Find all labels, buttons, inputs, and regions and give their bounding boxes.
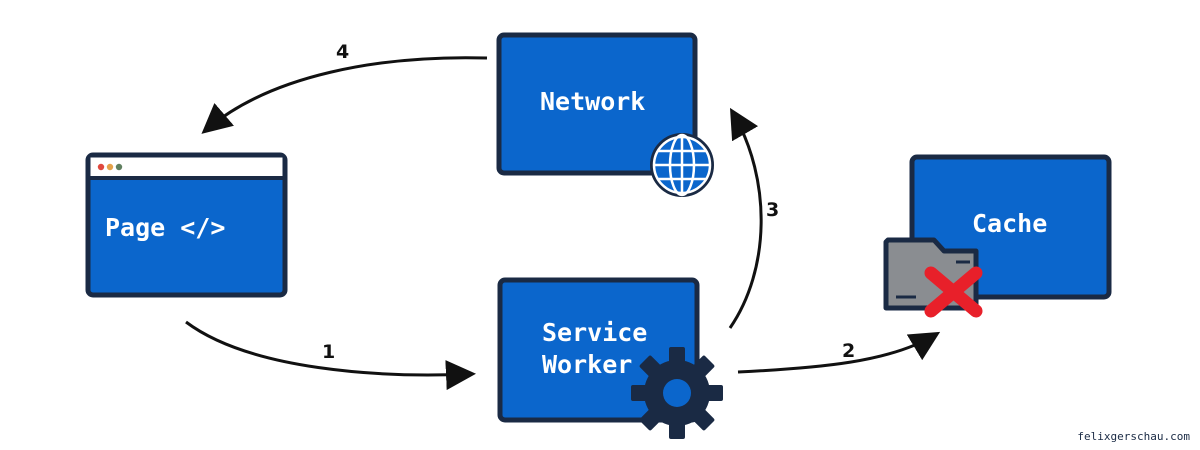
page-box: [85, 152, 288, 298]
page-label: Page </>: [105, 213, 225, 242]
service-worker-node: Service Worker: [497, 277, 723, 439]
globe-icon: [650, 133, 714, 197]
browser-close-dot: [97, 163, 105, 171]
step-label-2: 2: [842, 340, 855, 362]
arrow-network-to-page: [201, 56, 488, 134]
network-node: Network: [496, 32, 714, 197]
network-label: Network: [540, 87, 645, 116]
network-box: [496, 32, 698, 176]
service-worker-label-line1: Service: [542, 318, 647, 347]
cache-node: Cache: [883, 154, 1112, 318]
browser-minimize-dot: [106, 163, 114, 171]
cache-label: Cache: [972, 209, 1047, 238]
service-worker-label-line2: Worker: [542, 350, 632, 379]
browser-maximize-dot: [115, 163, 123, 171]
arrow-page-to-service-worker: [185, 320, 476, 391]
browser-title-bar: [90, 157, 283, 178]
gear-icon: [631, 347, 723, 439]
arrow-service-worker-to-network: [728, 107, 763, 329]
step-label-4: 4: [336, 41, 349, 63]
arrow-service-worker-to-cache: [737, 331, 941, 374]
step-label-3: 3: [766, 199, 779, 221]
cross-icon: [924, 266, 983, 318]
credit-text: felixgerschau.com: [1077, 430, 1190, 443]
step-label-1: 1: [322, 341, 335, 363]
page-node: Page </>: [85, 152, 288, 298]
